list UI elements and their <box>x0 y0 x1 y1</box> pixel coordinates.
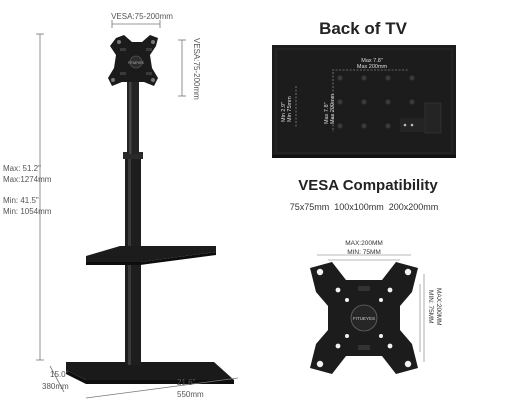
height-max-inch: Max: 51.2" <box>3 164 41 173</box>
height-min-inch: Min: 41.5" <box>3 196 39 205</box>
plate-max-horizontal: MAX:200MM <box>345 240 383 247</box>
stand-pole-upper <box>127 78 139 154</box>
height-dimension <box>36 33 44 361</box>
plate-max-vertical: MAX:200MM <box>435 288 442 326</box>
tv-max-width-inch: Max 7.8" <box>361 58 383 64</box>
vesa-top-dimension: VESA:75-200mm <box>111 12 173 28</box>
vesa-side-label: VESA:75-200mm <box>192 38 201 100</box>
tv-stand: FITUEYES VESA:75-200mm VESA:75-200mm Max… <box>3 12 239 399</box>
tv-max-height-mm: Max 200mm <box>330 93 336 124</box>
tv-min-mm: Min 75mm <box>287 96 293 122</box>
plate-logo: FITUEYES <box>353 316 375 321</box>
tv-max-height-inch: Max 7.8" <box>324 102 330 124</box>
stand-base <box>66 362 234 380</box>
stand-shelf <box>86 246 216 262</box>
depth-inch: 15.0" <box>50 370 69 379</box>
width-inch: 21.6" <box>177 378 196 387</box>
plate-logo-small: FITUEYES <box>128 61 144 65</box>
vesa-compatibility-title: VESA Compatibility <box>298 177 438 194</box>
tv-back-panel: Max 7.8" Max 200mm Max 7.8" Max 200mm Mi… <box>272 45 456 158</box>
plate-min-horizontal: MIN: 75MM <box>347 249 381 256</box>
width-mm: 550mm <box>177 390 204 399</box>
vesa-sizes: 75x75mm 100x100mm 200x200mm <box>290 202 439 212</box>
height-min-mm: Min: 1054mm <box>3 207 52 216</box>
tv-max-width-mm: Max 200mm <box>357 64 388 70</box>
stand-mount-plate: FITUEYES <box>108 35 158 86</box>
vesa-side-dimension: VESA:75-200mm <box>178 38 201 100</box>
back-of-tv-title: Back of TV <box>319 19 408 38</box>
depth-mm: 380mm <box>42 382 69 391</box>
height-max-mm: Max:1274mm <box>3 175 52 184</box>
vesa-top-label: VESA:75-200mm <box>111 12 173 21</box>
vesa-plate-detail: MAX:200MM MIN: 75MM FITUEYES MAX:200MM M… <box>310 240 442 374</box>
tv-min-inch: Min 2.9" <box>281 102 287 122</box>
plate-min-vertical: MIN: 75MM <box>427 290 434 324</box>
